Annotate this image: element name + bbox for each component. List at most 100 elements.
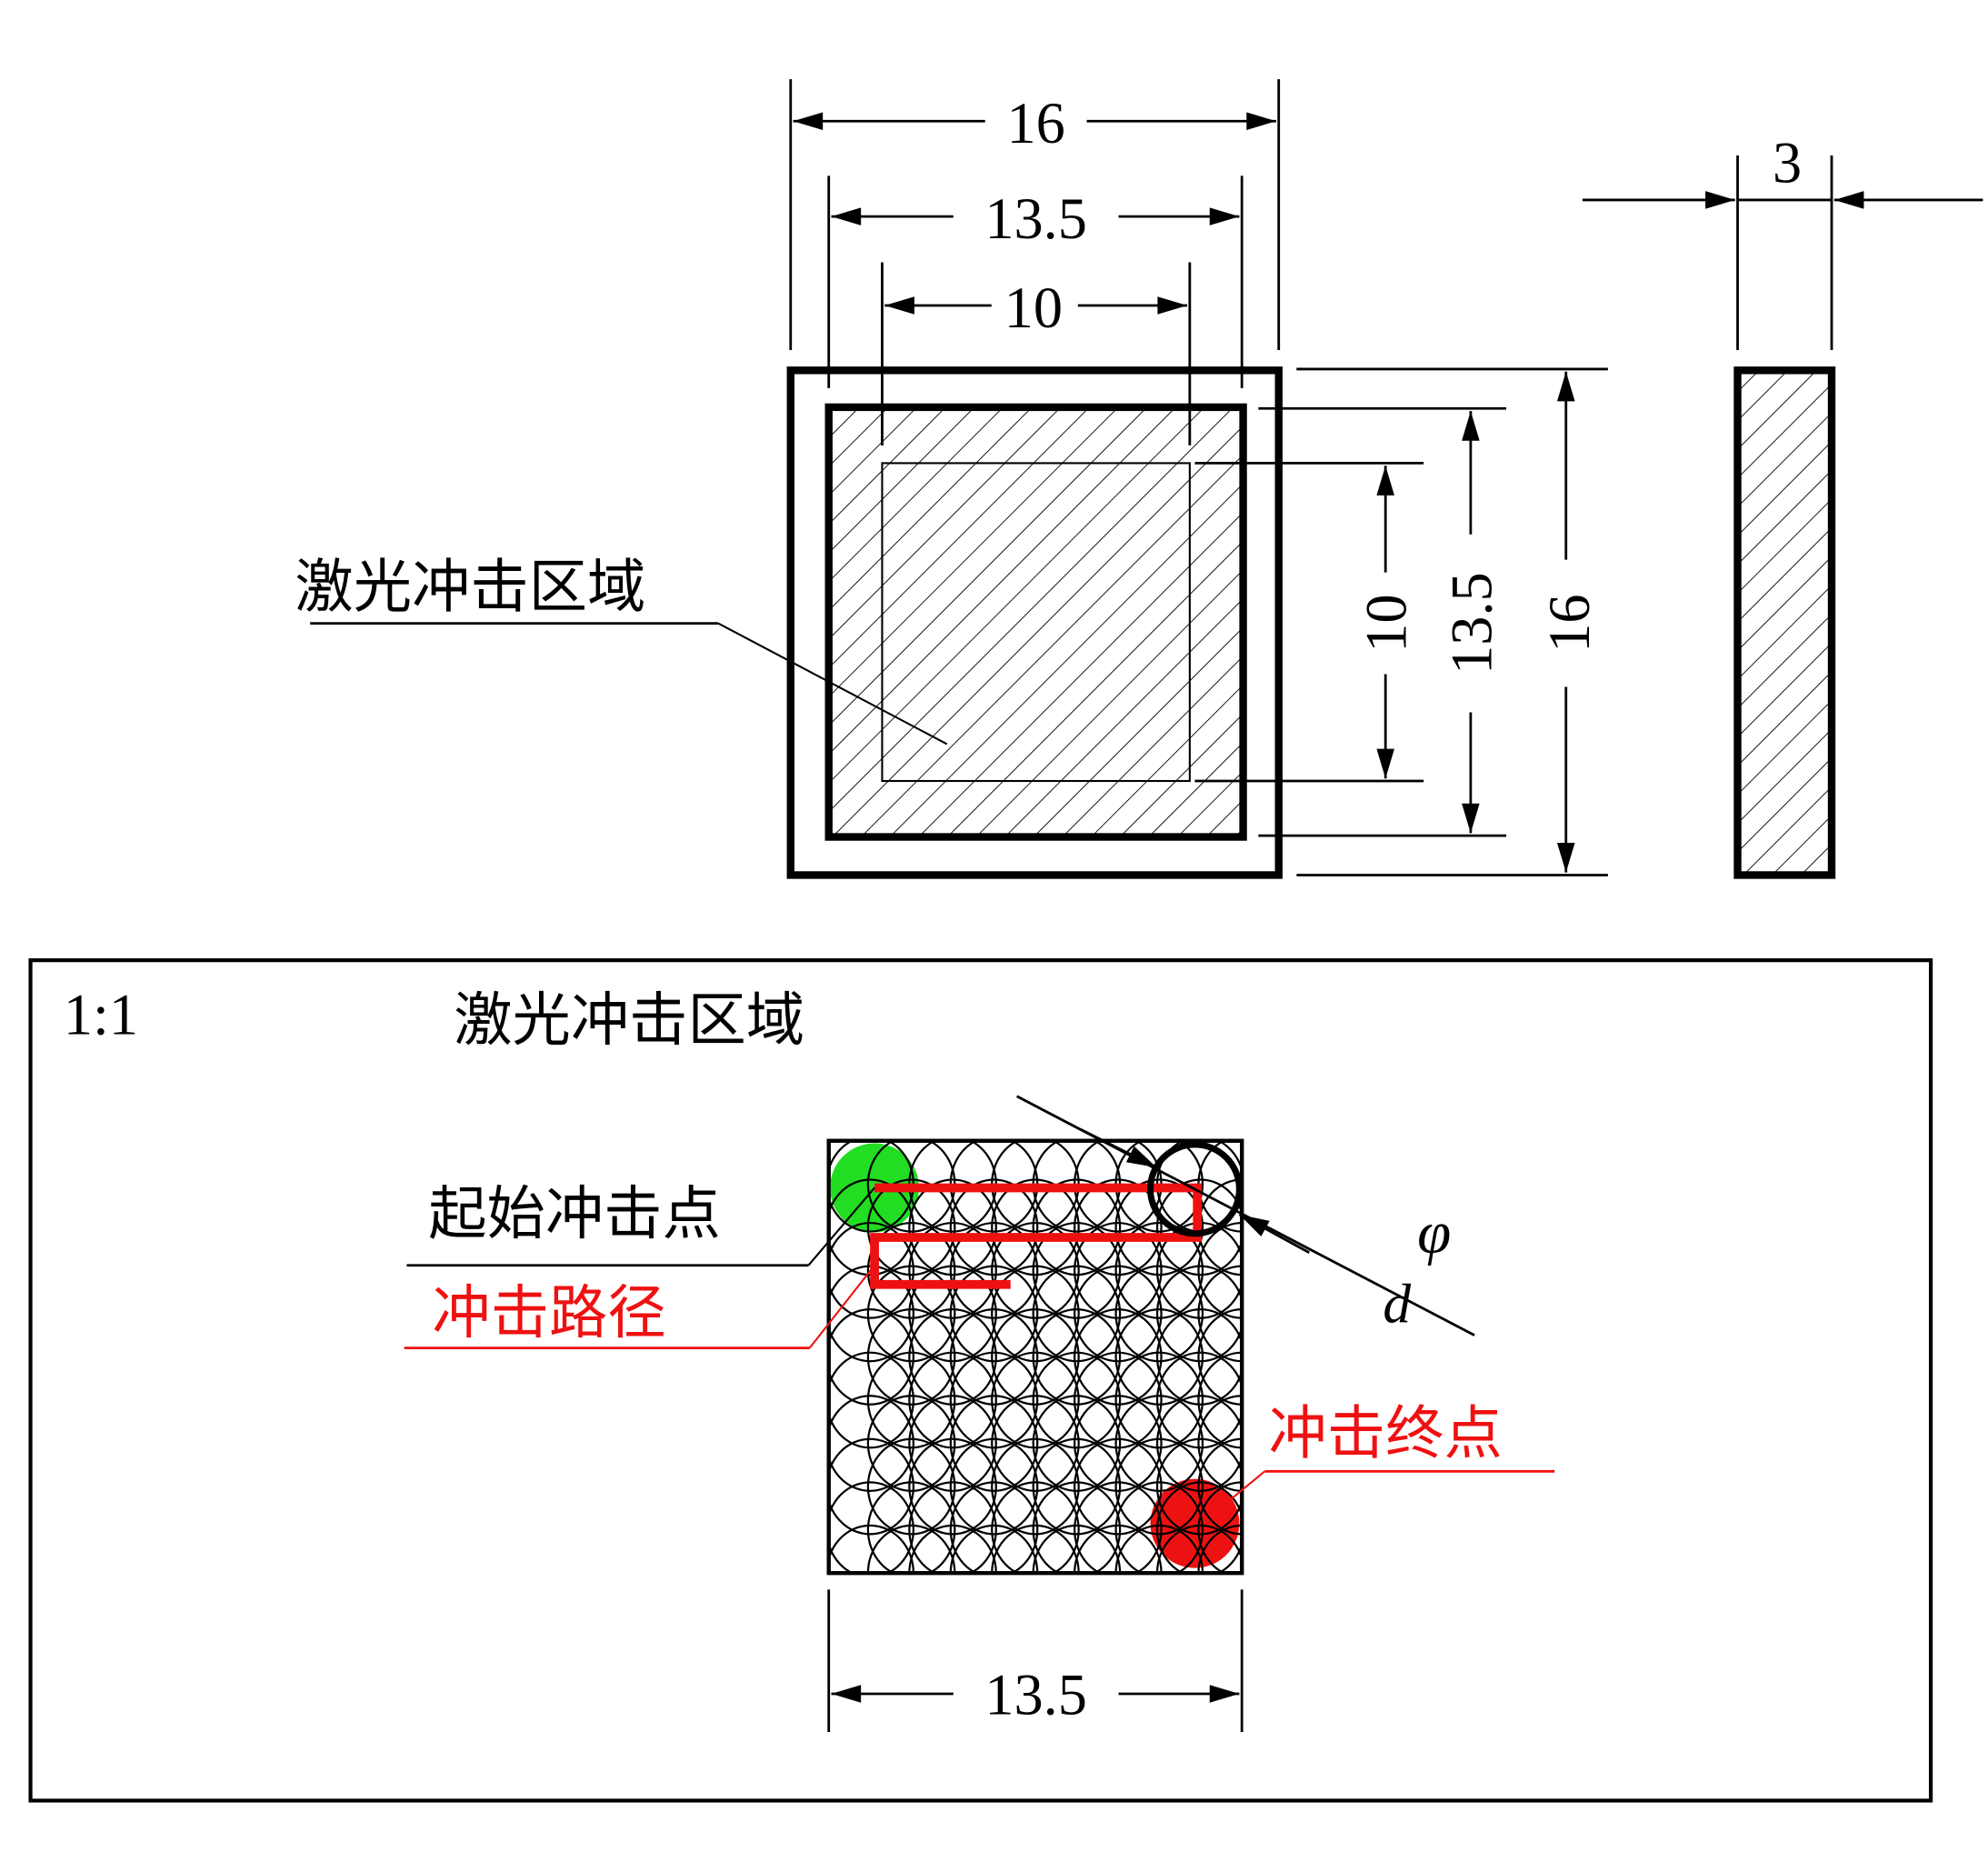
shock-spot: [1074, 1308, 1163, 1406]
shock-spot: [1074, 1395, 1163, 1492]
d-symbol: d: [1383, 1274, 1411, 1336]
shock-spot: [1155, 1351, 1243, 1449]
shock-spot: [908, 1308, 997, 1406]
dim-10: 10: [1004, 275, 1063, 340]
shock-spot: [1155, 1178, 1243, 1276]
vdim-10: 10: [1354, 594, 1419, 652]
shock-spot: [1197, 1265, 1243, 1363]
shock-spot: [991, 1178, 1080, 1276]
shock-spot: [1197, 1395, 1243, 1492]
dim-16: 16: [1006, 91, 1064, 155]
shock-spot: [866, 1221, 956, 1319]
shock-spot: [866, 1265, 956, 1363]
start-label: 起始冲击点: [428, 1182, 721, 1246]
shock-spot: [1114, 1395, 1204, 1492]
extension-lines: [789, 79, 1833, 876]
shock-spot: [949, 1265, 1039, 1363]
shock-spot: [908, 1221, 997, 1319]
shock-spot: [866, 1481, 956, 1574]
shock-spot: [1032, 1395, 1122, 1492]
shock-spot: [908, 1265, 997, 1363]
outer-plate: [786, 366, 1283, 879]
shock-spot: [949, 1221, 1039, 1319]
spot-diameter-circle: [1146, 1141, 1243, 1237]
shock-spot: [991, 1221, 1080, 1319]
shock-spot: [828, 1395, 914, 1492]
shock-spot: [908, 1437, 997, 1536]
side-view: [1733, 366, 1836, 879]
shock-spot: [1155, 1308, 1243, 1406]
shock-spot: [949, 1178, 1039, 1276]
shock-spot: [828, 1437, 914, 1536]
shock-spot: [1032, 1351, 1122, 1449]
end-label: 冲击终点: [1269, 1402, 1503, 1467]
shock-spot: [1074, 1351, 1163, 1449]
shock-spot: [866, 1395, 956, 1492]
shock-spot: [828, 1351, 914, 1449]
path-label: 冲击路径: [432, 1281, 665, 1346]
shock-spot: [1074, 1265, 1163, 1363]
shock-spot: [1197, 1351, 1243, 1449]
shock-spot: [1155, 1265, 1243, 1363]
end-point: [1150, 1478, 1240, 1568]
phi-symbol: φ: [1417, 1198, 1451, 1266]
vdim-16: 16: [1537, 594, 1602, 652]
shock-spot: [866, 1437, 956, 1536]
shock-spot: [1114, 1437, 1204, 1536]
shock-spot: [1155, 1395, 1243, 1492]
shock-spot: [1032, 1481, 1122, 1574]
shock-spot: [949, 1481, 1039, 1574]
scale-label: 1:1: [64, 982, 138, 1046]
shock-spot: [1197, 1481, 1243, 1574]
shock-spot: [1114, 1178, 1204, 1276]
shock-spot: [1197, 1308, 1243, 1406]
shock-spot: [991, 1308, 1080, 1406]
shock-spot: [949, 1437, 1039, 1536]
shock-spot: [1032, 1178, 1122, 1276]
shock-spot: [1197, 1221, 1243, 1319]
shock-spot: [1074, 1437, 1163, 1536]
detail-title: 激光冲击区域: [454, 988, 804, 1053]
vdim-13-5: 13.5: [1439, 572, 1503, 675]
shock-spot: [949, 1351, 1039, 1449]
shock-spot: [828, 1221, 914, 1319]
top-view: 16 13.5 10 3 10 13.5 16 激光冲击区域: [295, 79, 1983, 879]
shock-spot: [991, 1351, 1080, 1449]
shock-spot: [1114, 1221, 1204, 1319]
shock-spot: [828, 1481, 914, 1574]
shock-spot: [1074, 1481, 1163, 1574]
inner-region: [881, 462, 1191, 783]
shock-spot: [1114, 1351, 1204, 1449]
dim-3: 3: [1773, 130, 1802, 195]
shock-spot: [866, 1308, 956, 1406]
shock-spot: [908, 1178, 997, 1276]
shock-spot: [991, 1265, 1080, 1363]
shock-spot: [1155, 1481, 1243, 1574]
shock-spot: [949, 1395, 1039, 1492]
detail-panel: 1:1 激光冲击区域 φ d 起始冲击点 冲击路径 冲击终点 13.5: [28, 958, 1933, 1803]
shock-spot: [1114, 1265, 1204, 1363]
shock-spot: [1155, 1437, 1243, 1536]
shock-spot: [908, 1351, 997, 1449]
shock-spot: [908, 1481, 997, 1574]
shock-region-hatch: [824, 403, 1247, 841]
shock-spot: [1074, 1178, 1163, 1276]
shock-spot: [991, 1481, 1080, 1574]
shock-spot: [1032, 1265, 1122, 1363]
shock-spot: [949, 1308, 1039, 1406]
shock-spot: [1074, 1221, 1163, 1319]
detail-width-dim: 13.5: [984, 1662, 1087, 1727]
shock-spot: [1032, 1308, 1122, 1406]
shock-spot: [1114, 1481, 1204, 1574]
shock-spot: [828, 1308, 914, 1406]
shock-spot: [1197, 1437, 1243, 1536]
shock-spot: [866, 1351, 956, 1449]
shock-spot: [866, 1178, 956, 1276]
shock-spot: [1114, 1308, 1204, 1406]
shock-spot: [1032, 1437, 1122, 1536]
shock-spot: [991, 1437, 1080, 1536]
shock-spot: [1032, 1221, 1122, 1319]
dim-13-5: 13.5: [984, 186, 1087, 251]
shock-path: [870, 1183, 1203, 1289]
